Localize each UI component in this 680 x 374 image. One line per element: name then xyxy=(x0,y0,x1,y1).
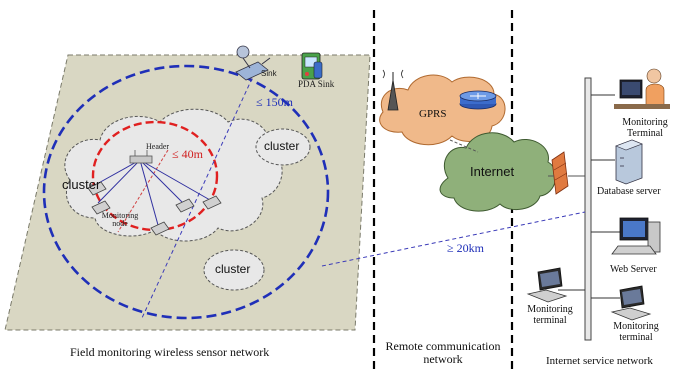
monitoring-terminal-left-label: Monitoring terminal xyxy=(527,304,573,326)
sink-range-line xyxy=(141,71,256,319)
web-server-icon xyxy=(611,217,661,255)
web-server-label: Web Server xyxy=(610,264,657,275)
operator-workstation-icon xyxy=(614,68,670,109)
monitoring-terminal-top-label: Monitoring Terminal xyxy=(622,117,668,139)
cluster-cloud-bottom xyxy=(203,249,265,291)
database-server-icon xyxy=(615,139,643,185)
outer-range-label: ≤ 150m xyxy=(256,95,293,109)
satellite-sink-icon xyxy=(235,45,271,81)
field-section-title: Field monitoring wireless sensor network xyxy=(70,345,270,359)
remote-section-line2: network xyxy=(423,351,463,366)
cluster-label-right: cluster xyxy=(264,139,300,153)
laptop-icon xyxy=(526,267,568,303)
internet-service-section-title: Internet service network xyxy=(546,356,653,367)
distance-label: ≥ 20km xyxy=(447,241,484,255)
laptop-icon-right xyxy=(610,285,652,321)
monitoring-terminal-top-line2: Terminal xyxy=(627,127,663,139)
remote-section-title: Remote communication network xyxy=(386,340,501,365)
internet-bus xyxy=(584,77,592,341)
firewall-icon xyxy=(551,151,569,195)
monitoring-node-label: Monitoring node xyxy=(101,211,139,229)
inner-range-line xyxy=(117,149,169,233)
monitoring-node-line2: node xyxy=(112,219,128,229)
gprs-label: GPRS xyxy=(419,108,447,120)
monitoring-terminal-right-line2: terminal xyxy=(619,331,653,343)
field-to-internet-link xyxy=(321,211,586,267)
sink-label: Sink xyxy=(261,69,277,78)
monitoring-terminal-left-line2: terminal xyxy=(533,314,567,326)
outer-range-circle xyxy=(42,64,330,320)
database-server-label: Database server xyxy=(597,186,661,197)
remote-section-line1: Remote communication xyxy=(385,339,501,353)
cluster-label-bottom: cluster xyxy=(215,262,251,276)
bus-taps xyxy=(558,94,620,299)
cluster-cloud-right xyxy=(255,128,311,166)
header-label: Header xyxy=(146,142,170,151)
pda-sink-icon xyxy=(301,52,323,80)
inner-range-label: ≤ 40m xyxy=(172,147,203,161)
monitoring-node-line1: Monitoring xyxy=(101,211,139,220)
monitoring-terminal-left-line1: Monitoring xyxy=(527,304,573,315)
header-links xyxy=(94,159,211,226)
central-cluster-cloud xyxy=(64,108,283,242)
router-icon xyxy=(459,90,497,110)
gprs-internet-link xyxy=(449,139,479,153)
internet-label: Internet xyxy=(470,164,515,179)
gprs-tower-icon xyxy=(382,69,404,111)
monitoring-terminal-top-line1: Monitoring xyxy=(622,117,668,128)
monitoring-terminal-right-label: Monitoring terminal xyxy=(613,321,659,343)
header-router-icon xyxy=(129,150,153,164)
monitoring-node-icons xyxy=(87,181,222,236)
monitoring-terminal-right-line1: Monitoring xyxy=(613,321,659,332)
cluster-label-left: cluster xyxy=(62,177,101,192)
pda-sink-label: PDA Sink xyxy=(298,79,335,89)
